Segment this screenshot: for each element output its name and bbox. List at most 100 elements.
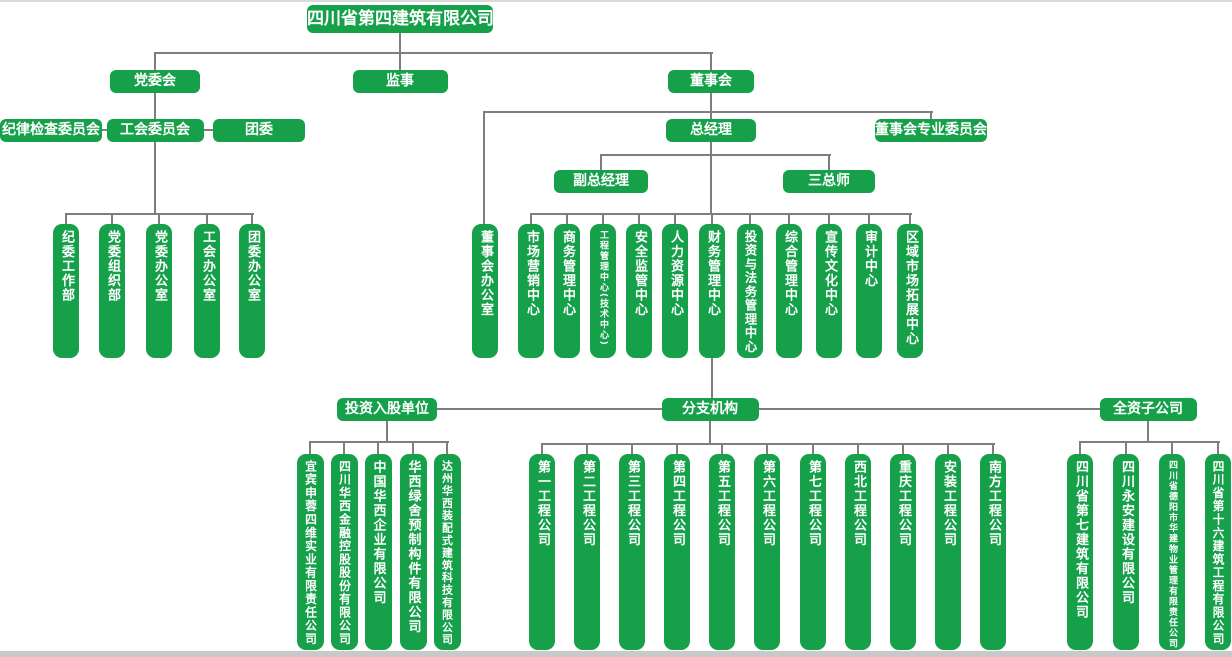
connector-line: [206, 213, 208, 225]
branch-company-node: 南方工程公司: [980, 454, 1006, 650]
three-chiefs-node: 三总师: [783, 170, 875, 193]
connector-line: [111, 213, 113, 225]
connector-line: [158, 213, 160, 225]
connector-line: [65, 213, 67, 225]
party-office-node: 党委办公室: [146, 224, 172, 358]
connector-line: [601, 154, 831, 156]
connector-line: [310, 441, 449, 443]
connector-line: [828, 154, 830, 170]
center-node: 工程管理中心(技术中心): [590, 224, 616, 358]
connector-line: [631, 443, 633, 455]
party-office-node: 纪委工作部: [53, 224, 79, 358]
center-node: 区域市场拓展中心: [897, 224, 923, 358]
supervisor-node: 监事: [352, 70, 448, 93]
connector-line: [154, 93, 156, 119]
connector-line: [541, 443, 543, 455]
connector-line: [947, 443, 949, 455]
invested-company-node: 中国华西企业有限公司: [364, 454, 392, 650]
connector-line: [155, 52, 713, 54]
branch-company-node: 安装工程公司: [935, 454, 961, 650]
connector-line: [710, 93, 712, 119]
branch-company-node: 第六工程公司: [754, 454, 780, 650]
subsidiary-company-node: 四川省第十六建筑工程有限公司: [1205, 454, 1231, 650]
connector-line: [710, 52, 712, 70]
invested-company-node: 宜宾申蓉四维实业有限责任公司: [296, 454, 324, 650]
center-node: 市场营销中心: [518, 224, 544, 358]
connector-line: [1080, 441, 1220, 443]
connector-line: [788, 213, 790, 225]
connector-line: [412, 441, 414, 455]
center-node: 安全监管中心: [626, 224, 652, 358]
connector-line: [709, 421, 711, 444]
connector-line: [828, 213, 830, 225]
connector-line: [484, 111, 933, 113]
youth-league-node: 团委: [213, 119, 305, 142]
connector-line: [676, 443, 678, 455]
invested-company-node: 华西绿舍预制构件有限公司: [399, 454, 427, 650]
connector-line: [343, 441, 345, 455]
connector-line: [377, 441, 379, 455]
branch-company-node: 第四工程公司: [664, 454, 690, 650]
connector-line: [251, 213, 253, 225]
connector-line: [387, 408, 1150, 410]
party-office-node: 工会办公室: [194, 224, 220, 358]
branch-company-node: 第二工程公司: [574, 454, 600, 650]
board-office-node: 董事会办公室: [472, 224, 498, 358]
connector-line: [1147, 421, 1149, 442]
center-node: 财务管理中心: [699, 224, 725, 358]
connector-line: [992, 443, 994, 455]
center-node: 人力资源中心: [662, 224, 688, 358]
deputy-general-manager-node: 副总经理: [554, 170, 648, 193]
union-committee-node: 工会委员会: [106, 119, 204, 142]
connector-line: [711, 358, 713, 398]
board-node: 董事会: [668, 70, 754, 93]
connector-line: [711, 213, 713, 225]
branch-company-node: 第三工程公司: [619, 454, 645, 650]
connector-line: [586, 443, 588, 455]
branch-company-node: 重庆工程公司: [890, 454, 916, 650]
connector-line: [902, 443, 904, 455]
connector-line: [566, 213, 568, 225]
connector-line: [66, 213, 254, 215]
connector-line: [309, 441, 311, 455]
discipline-committee-node: 纪律检查委员会: [0, 119, 102, 142]
subsidiary-company-node: 四川永安建设有限公司: [1113, 454, 1139, 650]
connector-line: [674, 213, 676, 225]
top-border-line: [0, 0, 1232, 2]
connector-line: [399, 52, 401, 70]
branch-company-node: 西北工程公司: [845, 454, 871, 650]
party-office-node: 团委办公室: [239, 224, 265, 358]
connector-line: [386, 421, 388, 442]
connector-line: [930, 111, 932, 119]
connector-line: [399, 33, 401, 53]
connector-line: [909, 213, 911, 225]
connector-line: [1079, 441, 1081, 455]
branches-header-node: 分支机构: [661, 398, 759, 421]
connector-line: [154, 142, 156, 214]
invested-company-node: 四川华西金融控股股份有限公司: [330, 454, 358, 650]
connector-line: [749, 213, 751, 225]
subsidiary-company-node: 四川省第七建筑有限公司: [1067, 454, 1093, 650]
center-node: 商务管理中心: [554, 224, 580, 358]
connector-line: [1171, 441, 1173, 455]
connector-line: [1125, 441, 1127, 455]
connector-line: [868, 213, 870, 225]
connector-line: [710, 142, 712, 214]
center-node: 审计中心: [856, 224, 882, 358]
connector-line: [812, 443, 814, 455]
party-office-node: 党委组织部: [99, 224, 125, 358]
board-special-committee-node: 董事会专业委员会: [875, 119, 987, 142]
connector-line: [600, 154, 602, 170]
branch-company-node: 第七工程公司: [800, 454, 826, 650]
branch-company-node: 第五工程公司: [709, 454, 735, 650]
center-node: 综合管理中心: [776, 224, 802, 358]
connector-line: [638, 213, 640, 225]
connector-line: [542, 443, 995, 445]
connector-line: [602, 213, 604, 225]
connector-line: [154, 52, 156, 70]
connector-line: [1217, 441, 1219, 455]
connector-line: [721, 443, 723, 455]
connector-line: [446, 441, 448, 455]
center-node: 宣传文化中心: [816, 224, 842, 358]
